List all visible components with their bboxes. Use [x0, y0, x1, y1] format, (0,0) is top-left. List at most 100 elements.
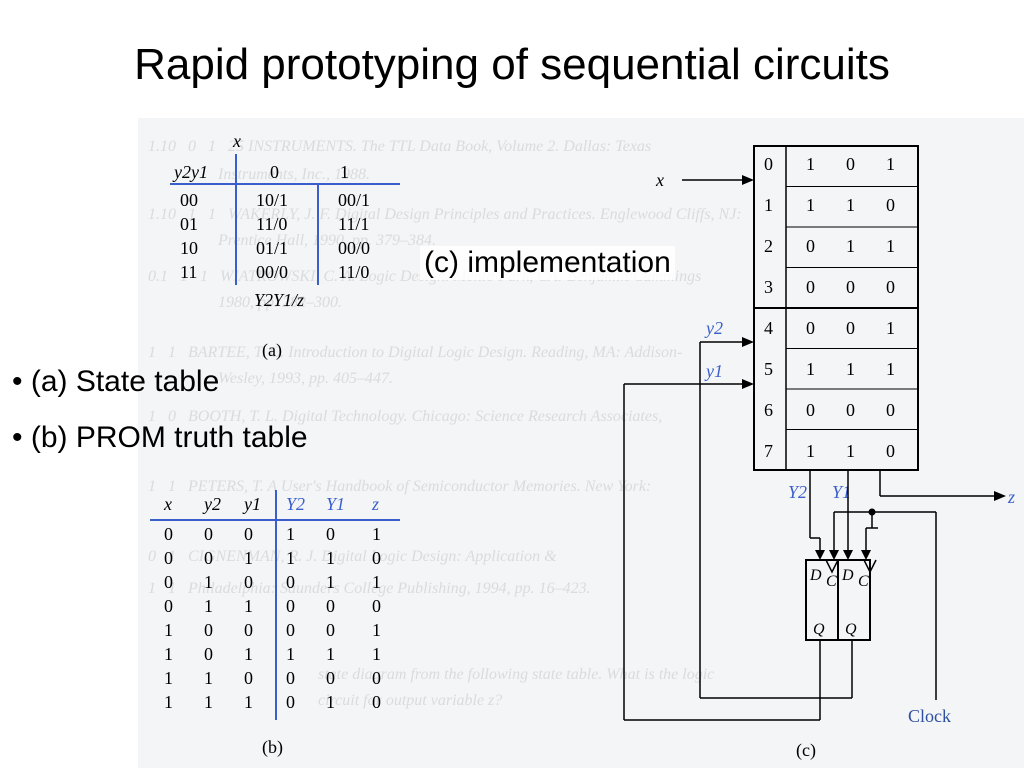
truth-table-cell: 1 [244, 692, 253, 712]
state-table-row-state: 00 [180, 190, 198, 210]
truth-table-cell: 1 [204, 572, 213, 592]
truth-table-cell: 1 [244, 548, 253, 568]
truth-table-cell: 1 [326, 644, 335, 664]
ff-y2-C: C [826, 573, 837, 590]
prom-cell: 0 [846, 400, 855, 420]
truth-table-cell: 1 [244, 644, 253, 664]
prom-address: 1 [764, 195, 773, 215]
prom-output-Y2-label: Y2 [788, 482, 807, 502]
prom-cell: 1 [806, 359, 815, 379]
state-table-row-state: 11 [180, 262, 197, 282]
truth-table-cell: 1 [286, 644, 295, 664]
prom-output-Y1-label: Y1 [832, 482, 851, 502]
truth-table-cell: 0 [164, 524, 173, 544]
truth-table-cell: 0 [372, 692, 381, 712]
truth-table-header: Y1 [326, 494, 345, 514]
state-table-cell-x0: 10/1 [256, 190, 288, 210]
truth-table-cell: 1 [244, 596, 253, 616]
truth-table-cell: 1 [372, 572, 381, 592]
prom-output-z-label: z [1007, 487, 1015, 507]
truth-table-cell: 1 [372, 620, 381, 640]
truth-table-cell: 0 [372, 668, 381, 688]
truth-table-cell: 1 [204, 692, 213, 712]
truth-table-header: Y2 [286, 494, 305, 514]
truth-table-cell: 1 [326, 692, 335, 712]
state-table-cell-x1: 11/0 [338, 262, 369, 282]
truth-table-cell: 1 [372, 524, 381, 544]
prom-address: 4 [764, 318, 773, 338]
slide-title: Rapid prototyping of sequential circuits [134, 40, 890, 89]
truth-table-cell: 0 [204, 524, 213, 544]
prom-cell: 1 [806, 195, 815, 215]
flip-flop-Y1 [837, 559, 871, 641]
prom-cell: 0 [846, 154, 855, 174]
state-table-col-1: 1 [340, 162, 349, 182]
truth-table-header: z [371, 494, 379, 514]
bullet-list: • (a) State table • (b) PROM truth table [12, 362, 308, 474]
prom-input-x-label: x [655, 170, 664, 190]
prom-input-y1-label: y1 [704, 361, 723, 381]
truth-table-cell: 0 [372, 548, 381, 568]
prom-input-y1-arrow [742, 379, 754, 389]
prom-address: 6 [764, 400, 773, 420]
prom-address: 5 [764, 359, 773, 379]
prom-cell: 0 [846, 318, 855, 338]
state-table-cell-x0: 01/1 [256, 238, 288, 258]
prom-cell: 1 [886, 359, 895, 379]
prom-cell: 1 [886, 154, 895, 174]
prom-cell: 1 [886, 318, 895, 338]
ff-y1-C: C [858, 573, 869, 590]
bullet-prom-truth-table: • (b) PROM truth table [12, 421, 308, 454]
truth-table-cell: 1 [164, 668, 173, 688]
prom-cell: 1 [846, 236, 855, 256]
implementation-caption: (c) [796, 740, 816, 761]
state-table-cell-x1: 00/0 [338, 238, 370, 258]
state-table-input-var: x [232, 131, 241, 151]
truth-table-cell: 1 [326, 548, 335, 568]
state-table-col-0: 0 [270, 162, 279, 182]
truth-table-cell: 1 [326, 572, 335, 592]
scanned-page-background: 1.10 0 1 25 INSTRUMENTS. The TTL Data Bo… [138, 118, 1024, 768]
truth-table-cell: 0 [164, 548, 173, 568]
bullet-state-table: • (a) State table [12, 365, 220, 398]
ff-y1-Q: Q [845, 621, 857, 638]
prom-cell: 0 [846, 277, 855, 297]
truth-table-cell: 1 [164, 620, 173, 640]
ff-y2-Q: Q [813, 621, 825, 638]
truth-table-cell: 1 [286, 524, 295, 544]
prom-cell: 0 [806, 400, 815, 420]
prom-cell: 1 [846, 441, 855, 461]
truth-table-cell: 0 [326, 596, 335, 616]
truth-table-cell: 0 [244, 572, 253, 592]
state-table-cell-x0: 00/0 [256, 262, 288, 282]
truth-table-cell: 0 [286, 668, 295, 688]
truth-table-cell: 0 [204, 644, 213, 664]
state-table-cell-x1: 11/1 [338, 214, 369, 234]
state-table-row-state: 10 [180, 238, 198, 258]
prom-cell: 1 [846, 359, 855, 379]
truth-table-cell: 1 [372, 644, 381, 664]
prom-input-y2-label: y2 [704, 318, 723, 338]
prom-address: 0 [764, 154, 773, 174]
truth-table-cell: 0 [244, 620, 253, 640]
truth-table-cell: 0 [326, 668, 335, 688]
prom-cell: 1 [846, 195, 855, 215]
truth-table-header: y2 [202, 494, 221, 514]
state-table-cell-x1: 00/1 [338, 190, 370, 210]
clock-label: Clock [908, 706, 951, 726]
prom-cell: 1 [886, 236, 895, 256]
truth-table-caption: (b) [262, 737, 283, 758]
truth-table-header: y1 [242, 494, 261, 514]
prom-cell: 0 [886, 277, 895, 297]
truth-table-cell: 0 [286, 572, 295, 592]
ff-y1-D: D [841, 567, 854, 584]
truth-table-cell: 0 [164, 596, 173, 616]
prom-cell: 0 [886, 441, 895, 461]
prom-cell: 1 [806, 154, 815, 174]
prom-input-x-arrow [742, 175, 754, 185]
prom-cell: 0 [806, 318, 815, 338]
